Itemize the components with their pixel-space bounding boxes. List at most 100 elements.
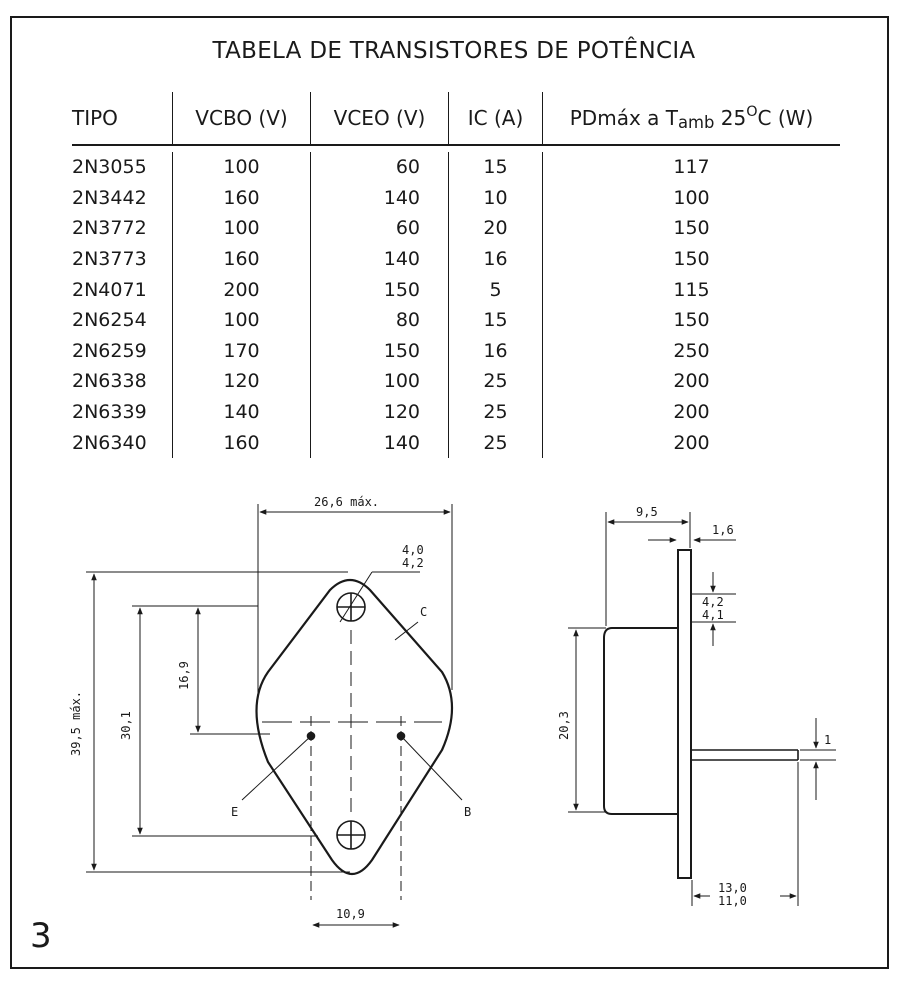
cell-vceo: 140 [310,427,448,458]
cell-tipo: 2N6338 [72,370,147,393]
cell-pdmax: 115 [542,274,840,305]
cell-vceo: 80 [310,304,448,336]
header-pdmax-sub: amb [677,113,715,133]
header-pdmax-main: PDmáx a T [569,106,678,130]
cell-tipo: 2N3773 [72,248,147,271]
cell-ic: 20 [448,213,542,244]
cell-vcbo: 140 [172,396,310,428]
header-tipo: TIPO [72,106,118,130]
cell-pdmax: 117 [542,152,840,183]
cell-pdmax: 200 [542,366,840,397]
cell-pdmax: 100 [542,182,840,214]
dim-pin-offset: 16,9 [177,661,191,690]
label-collector: C [420,605,427,619]
dim-hole-b: 4,2 [402,556,424,570]
dim-flange: 1,6 [712,523,734,537]
cell-ic: 5 [448,274,542,305]
page-frame [10,16,889,969]
cell-ic: 15 [448,304,542,336]
cell-tipo: 2N6254 [72,309,147,332]
cell-vcbo: 160 [172,182,310,214]
table-title: TABELA DE TRANSISTORES DE POTÊNCIA [212,38,696,64]
cell-ic: 16 [448,243,542,275]
dim-height-max: 39,5 máx. [69,691,83,756]
cell-pdmax: 150 [542,243,840,275]
dim-body-depth: 9,5 [636,505,658,519]
cell-vceo: 140 [310,182,448,214]
cell-pdmax: 250 [542,335,840,367]
cell-vceo: 150 [310,274,448,305]
cell-vceo: 120 [310,396,448,428]
dim-width-max: 26,6 máx. [314,495,379,509]
cell-vcbo: 100 [172,213,310,244]
cell-tipo: 2N6339 [72,401,147,424]
cell-vcbo: 100 [172,152,310,183]
cell-tipo: 2N3055 [72,156,147,179]
dim-body-height: 20,3 [557,711,571,740]
cell-ic: 25 [448,396,542,428]
header-vceo: VCEO (V) [310,92,448,144]
cell-vceo: 100 [310,366,448,397]
cell-vceo: 140 [310,243,448,275]
label-base: B [464,805,471,819]
header-vcbo: VCBO (V) [172,92,310,144]
cell-tipo: 2N6340 [72,431,147,454]
header-pdmax-temp: 25 [720,106,747,130]
cell-ic: 25 [448,366,542,397]
cell-vcbo: 170 [172,335,310,367]
dim-b: 4,1 [702,608,724,622]
page-number: 3 [30,916,52,956]
cell-vceo: 60 [310,152,448,183]
label-emitter: E [231,805,238,819]
cell-vcbo: 160 [172,427,310,458]
cell-vcbo: 160 [172,243,310,275]
cell-tipo: 2N6259 [72,339,147,362]
to3-outline [255,578,454,876]
cell-ic: 15 [448,152,542,183]
cell-pdmax: 150 [542,213,840,244]
cell-ic: 10 [448,182,542,214]
side-view [568,512,836,906]
flange-plate [677,549,692,879]
header-ic: IC (A) [448,92,542,144]
cell-vcbo: 200 [172,274,310,305]
cell-ic: 16 [448,335,542,367]
cell-pdmax: 200 [542,396,840,428]
cell-tipo: 2N4071 [72,278,147,301]
header-pdmax-degree: O [746,103,758,120]
dim-lead-a: 13,0 [718,881,747,895]
cell-vcbo: 100 [172,304,310,336]
dim-hole-a: 4,0 [402,543,424,557]
front-view [86,504,463,928]
transistor-body [603,627,678,815]
dim-a: 4,2 [702,595,724,609]
cell-tipo: 2N3442 [72,186,147,209]
cell-tipo: 2N3772 [72,217,147,240]
dim-lead-b: 11,0 [718,894,747,908]
cell-pdmax: 200 [542,427,840,458]
cell-vceo: 60 [310,213,448,244]
dim-pin-spacing: 10,9 [336,907,365,921]
cell-pdmax: 150 [542,304,840,336]
cell-vcbo: 120 [172,366,310,397]
header-pdmax-unit: C (W) [757,106,814,130]
dim-pin-diameter: 1 [824,733,831,747]
dim-hole-spacing: 30,1 [119,711,133,740]
cell-ic: 25 [448,427,542,458]
cell-vceo: 150 [310,335,448,367]
